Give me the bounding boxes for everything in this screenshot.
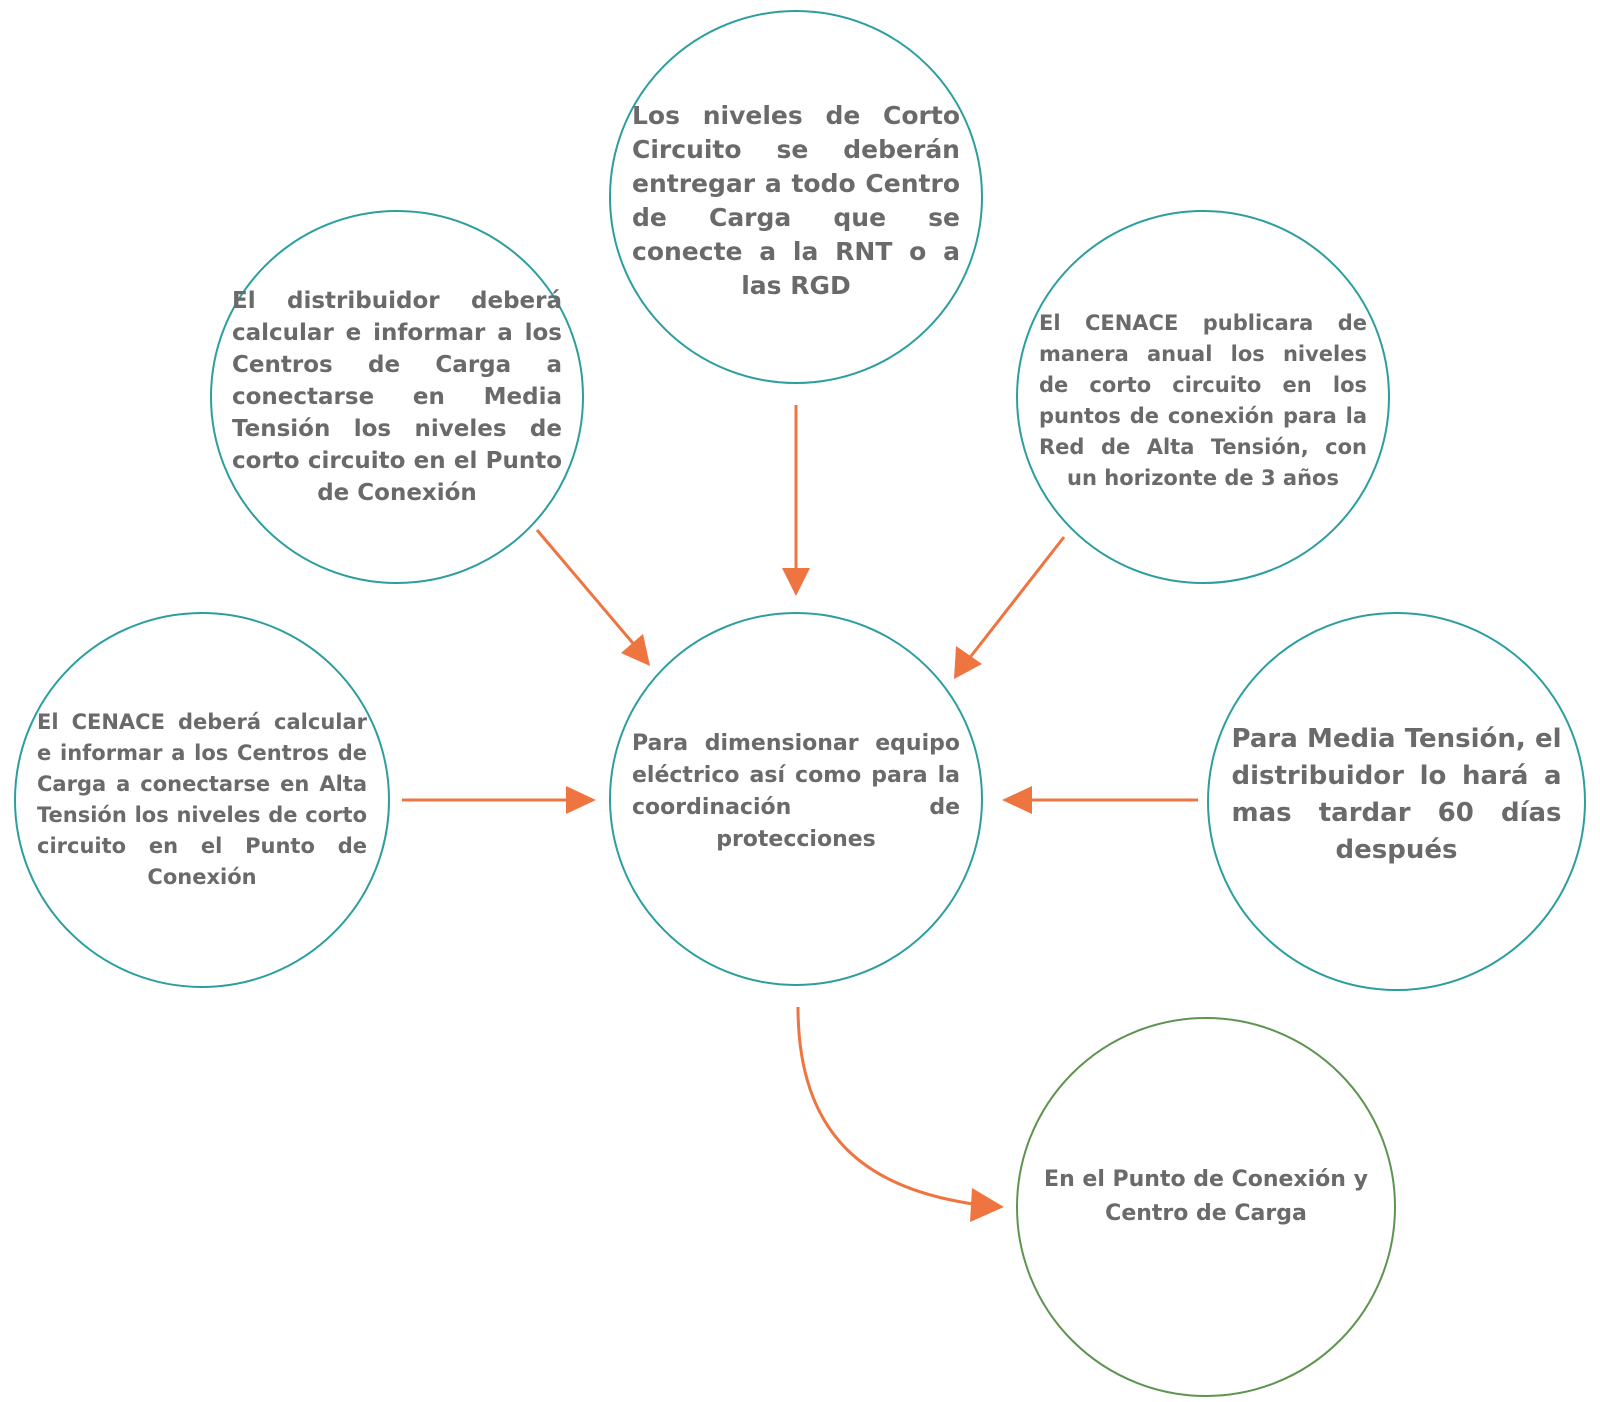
arrow-left-to-center — [402, 786, 596, 814]
arrow-center-to-bottom — [796, 1006, 1004, 1222]
node-text: Para dimensionar equipo eléctrico así co… — [632, 731, 960, 852]
node-cenace-alta-tension: El CENACE deberá calcular e informar a l… — [14, 612, 390, 988]
node-text: El distribuidor deberá calcular e inform… — [232, 288, 562, 506]
node-text: Para Media Tensión, el distribuidor lo h… — [1231, 723, 1562, 865]
node-dimensionar-equipo: Para dimensionar equipo eléctrico así co… — [609, 612, 983, 986]
node-text: En el Punto de Conexión y Centro de Carg… — [1044, 1167, 1368, 1226]
node-cenace-publicacion-anual: El CENACE publicara de manera anual los … — [1016, 210, 1390, 584]
node-plazo-media-tension: Para Media Tensión, el distribuidor lo h… — [1207, 612, 1586, 991]
node-distribuidor-media-tension: El distribuidor deberá calcular e inform… — [210, 210, 584, 584]
node-corto-circuito-entrega: Los niveles de Corto Circuito se deberán… — [609, 10, 983, 384]
node-text: El CENACE publicara de manera anual los … — [1039, 311, 1367, 490]
node-punto-de-conexion: En el Punto de Conexión y Centro de Carg… — [1016, 1017, 1396, 1397]
node-text: El CENACE deberá calcular e informar a l… — [37, 710, 367, 889]
arrow-top-to-center — [782, 405, 810, 596]
arrow-right-to-center — [1002, 786, 1198, 814]
node-text: Los niveles de Corto Circuito se deberán… — [632, 101, 960, 300]
arrow-upper-right-to-center — [954, 536, 1066, 679]
arrow-upper-left-to-center — [535, 529, 650, 666]
